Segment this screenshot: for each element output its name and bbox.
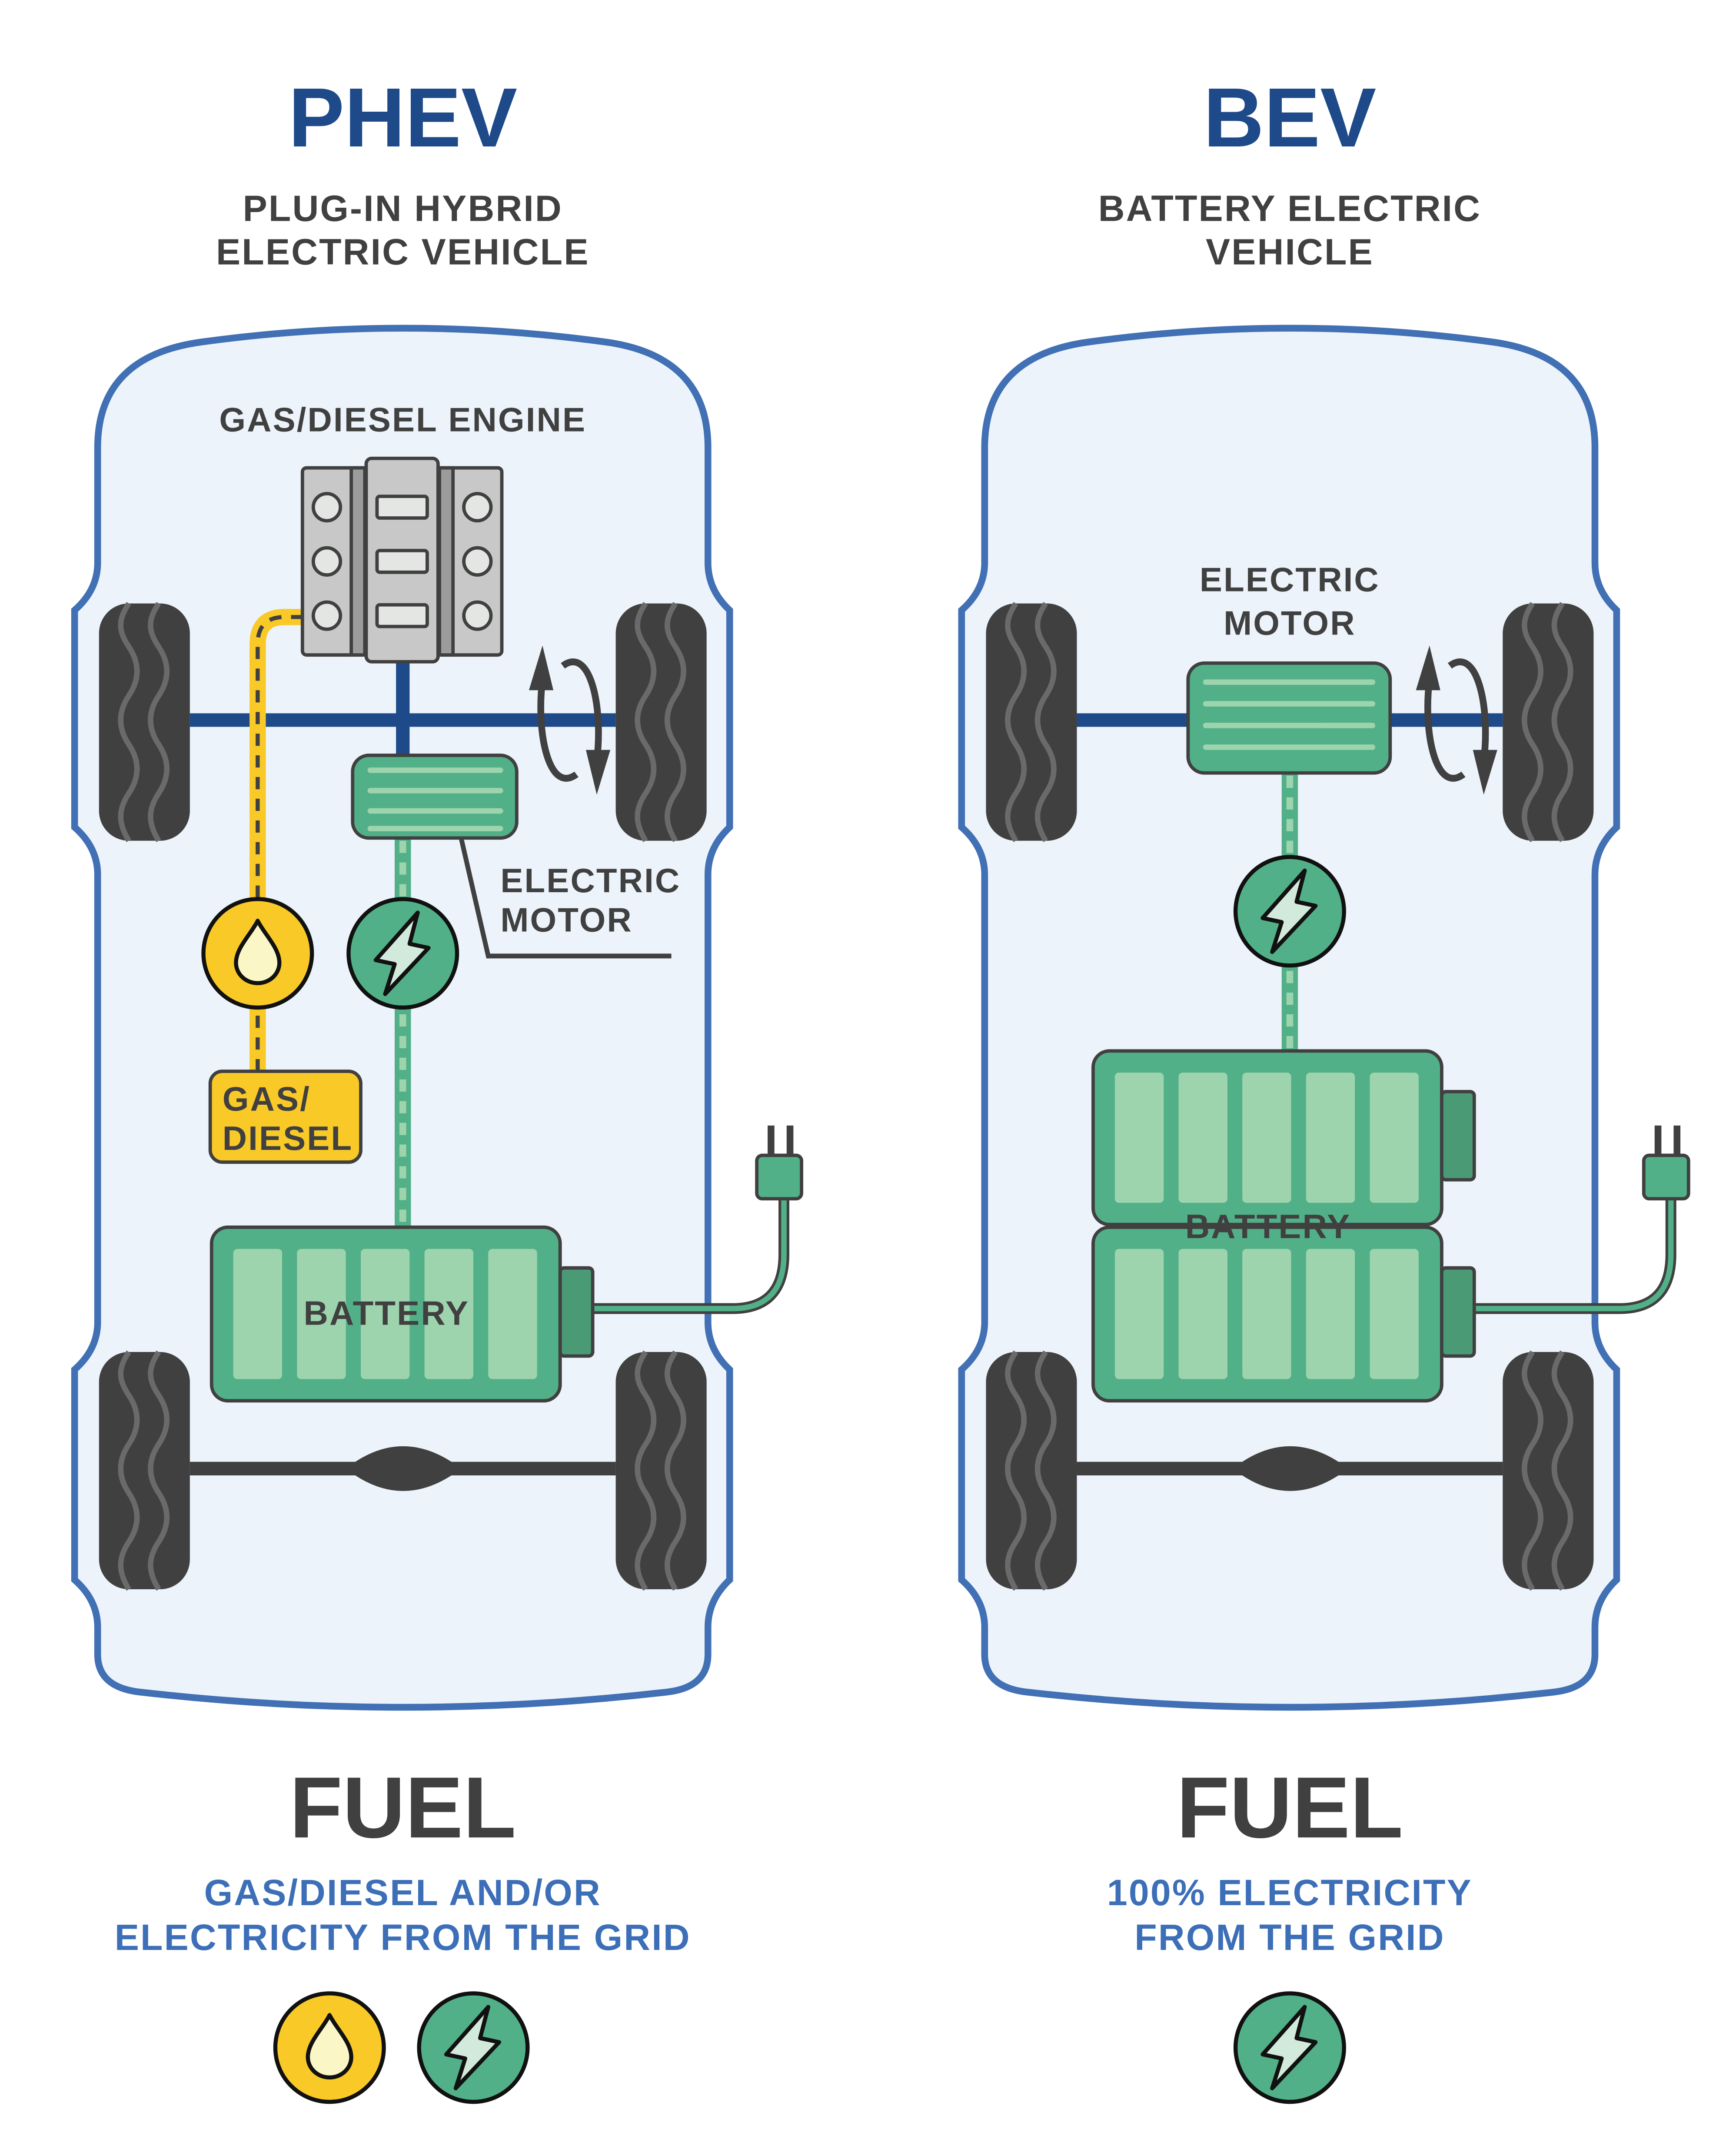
phev-battery-label: BATTERY [304, 1294, 469, 1332]
phev-differential [346, 1446, 461, 1491]
bev-fuel-desc-line1: 100% ELECTRICITY [1107, 1872, 1473, 1913]
fuel-drop-icon [275, 1993, 384, 2102]
bev-subtitle-line1: BATTERY ELECTRIC [1098, 188, 1481, 229]
phev-fuel-desc-line2: ELECTRICITY FROM THE GRID [115, 1917, 691, 1958]
lightning-icon [1236, 1993, 1344, 2102]
tank-label-line1: GAS/ [223, 1080, 311, 1118]
bev-motor-label-line1: ELECTRIC [1200, 561, 1380, 599]
plug-icon [757, 1126, 801, 1199]
bev-tire-front-right [1503, 604, 1593, 841]
phev-subtitle-line1: PLUG-IN HYBRID [243, 188, 563, 229]
bev-panel: BEV BATTERY ELECTRIC VEHICLE ELECTRIC [961, 70, 1688, 2102]
phev-tire-rear-left [99, 1352, 190, 1589]
bev-tire-rear-left [986, 1352, 1077, 1589]
plug-icon [1644, 1126, 1689, 1199]
phev-fuel-line [249, 609, 306, 1072]
lightning-icon [349, 899, 457, 1008]
charging-cable [591, 1197, 787, 1312]
phev-fuel-desc-line1: GAS/DIESEL AND/OR [204, 1872, 602, 1913]
bev-fuel-heading: FUEL [1177, 1759, 1403, 1856]
phev-fuel-heading: FUEL [289, 1759, 516, 1856]
bev-title: BEV [1204, 70, 1377, 164]
phev-title: PHEV [288, 70, 517, 164]
phev-tire-rear-right [616, 1352, 707, 1589]
bev-electric-motor [1186, 661, 1392, 775]
bev-subtitle-line2: VEHICLE [1206, 232, 1374, 272]
bev-tire-rear-right [1503, 1352, 1593, 1589]
bev-motor-label-line2: MOTOR [1224, 604, 1356, 642]
phev-electric-motor [351, 754, 519, 840]
bev-fuel-desc-line2: FROM THE GRID [1134, 1917, 1445, 1958]
bev-battery-upper [1093, 1051, 1474, 1224]
phev-engine-label: GAS/DIESEL ENGINE [219, 400, 586, 438]
gas-tank [208, 1069, 362, 1164]
bev-tire-front-left [986, 604, 1077, 841]
phev-tire-front-right [616, 604, 707, 841]
phev-panel: PHEV PLUG-IN HYBRID ELECTRIC VEHICLE GAS… [75, 70, 801, 2102]
phev-motor-label-line2: MOTOR [500, 901, 632, 939]
motor-callout-line [459, 837, 672, 959]
engine-icon [300, 456, 504, 664]
tank-label-line2: DIESEL [223, 1119, 353, 1157]
lightning-icon [1236, 857, 1344, 966]
phev-motor-label-line1: ELECTRIC [500, 861, 681, 900]
lightning-icon [419, 1993, 528, 2102]
bev-battery-lower [1093, 1227, 1474, 1401]
charging-cable [1473, 1197, 1674, 1312]
bev-differential [1233, 1446, 1348, 1491]
bev-battery-label: BATTERY [1185, 1207, 1351, 1246]
phev-tire-front-left [99, 604, 190, 841]
fuel-drop-icon [203, 899, 312, 1008]
phev-subtitle-line2: ELECTRIC VEHICLE [216, 232, 590, 272]
